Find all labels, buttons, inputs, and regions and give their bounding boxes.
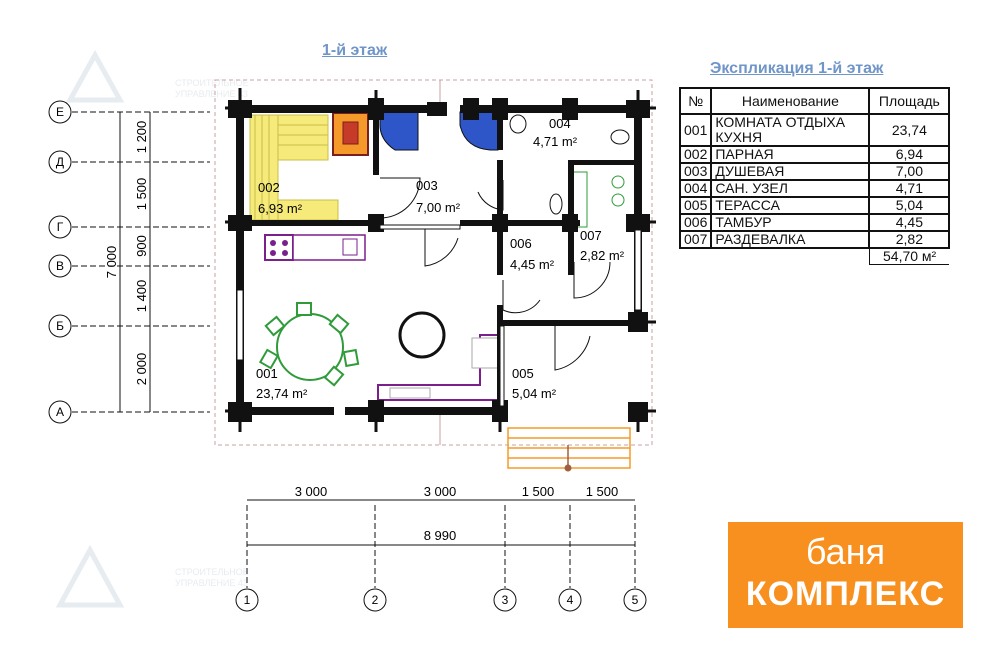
room-007-id: 007 — [580, 228, 602, 243]
table-row: 007 РАЗДЕВАЛКА 2,82 — [678, 230, 951, 249]
row-area: 6,94 — [868, 145, 951, 164]
room-004-area: 4,71 m² — [533, 134, 578, 149]
vertical-dim-3: 900 — [134, 235, 149, 257]
row-area: 4,71 — [868, 179, 951, 198]
row-area: 23,74 — [868, 113, 951, 147]
badge-line-2: КОМПЛЕКС — [745, 575, 946, 613]
row-area: 5,04 — [868, 196, 951, 215]
vertical-axes — [48, 100, 210, 424]
horizontal-dim-2: 3 000 — [424, 484, 457, 499]
row-num: 005 — [678, 196, 713, 215]
row-num: 003 — [678, 162, 713, 181]
room-006-id: 006 — [510, 236, 532, 251]
vertical-dim-4: 1 400 — [134, 280, 149, 313]
room-002-id: 002 — [258, 180, 280, 195]
row-num: 002 — [678, 145, 713, 164]
vertical-dim-5: 2 000 — [134, 353, 149, 386]
room-003-area: 7,00 m² — [416, 200, 461, 215]
horizontal-axes — [235, 499, 647, 612]
room-007-area: 2,82 m² — [580, 248, 625, 263]
header-num: № — [678, 87, 713, 115]
room-001-id: 001 — [256, 366, 278, 381]
room-005-area: 5,04 m² — [512, 386, 557, 401]
horizontal-dim-4: 1 500 — [586, 484, 619, 499]
horizontal-dim-1: 3 000 — [295, 484, 328, 499]
axis-number-4: 4 — [567, 593, 574, 607]
axis-label-a: А — [56, 405, 64, 419]
table-row: 004 САН. УЗЕЛ 4,71 — [678, 179, 951, 198]
row-name: ТЕРАССА — [710, 196, 871, 215]
axis-label-g: Г — [57, 220, 64, 234]
room-002-area: 6,93 m² — [258, 201, 303, 216]
header-area: Площадь — [868, 87, 951, 115]
room-004-id: 004 — [549, 116, 571, 131]
svg-text:УПРАВЛЕНИЕ 43: УПРАВЛЕНИЕ 43 — [175, 578, 248, 588]
axis-label-b: Б — [56, 319, 64, 333]
row-num: 006 — [678, 213, 713, 232]
vertical-dim-1: 1 200 — [134, 121, 149, 154]
row-name: ПАРНАЯ — [710, 145, 871, 164]
row-name: КОМНАТА ОТДЫХА КУХНЯ — [710, 113, 871, 147]
room-003-id: 003 — [416, 178, 438, 193]
room-001-area: 23,74 m² — [256, 386, 308, 401]
table-row: 006 ТАМБУР 4,45 — [678, 213, 951, 232]
row-num: 004 — [678, 179, 713, 198]
horizontal-dim-3: 1 500 — [522, 484, 555, 499]
row-name: ДУШЕВАЯ — [710, 162, 871, 181]
table-row: 003 ДУШЕВАЯ 7,00 — [678, 162, 951, 181]
row-area: 7,00 — [868, 162, 951, 181]
horizontal-dim-total: 8 990 — [424, 528, 457, 543]
table-row: 001 КОМНАТА ОТДЫХА КУХНЯ 23,74 — [678, 113, 951, 147]
vertical-dim-2: 1 500 — [134, 178, 149, 211]
vertical-dim-total: 7 000 — [104, 246, 119, 279]
svg-text:СТРОИТЕЛЬНОЕ: СТРОИТЕЛЬНОЕ — [175, 78, 249, 88]
row-name: САН. УЗЕЛ — [710, 179, 871, 198]
total-area: 54,70 м² — [868, 248, 950, 265]
axis-number-5: 5 — [632, 593, 639, 607]
explication-table: № Наименование Площадь 001 КОМНАТА ОТДЫХ… — [678, 87, 951, 265]
axis-number-3: 3 — [502, 593, 509, 607]
row-name: ТАМБУР — [710, 213, 871, 232]
brand-badge: баня КОМПЛЕКС — [728, 522, 963, 628]
row-area: 2,82 — [868, 230, 951, 249]
explication-title: Экспликация 1-й этаж — [710, 60, 884, 77]
axis-number-2: 2 — [372, 593, 379, 607]
axis-number-1: 1 — [244, 593, 251, 607]
room-005-id: 005 — [512, 366, 534, 381]
row-name: РАЗДЕВАЛКА — [710, 230, 871, 249]
row-num: 001 — [678, 113, 713, 147]
room-006-area: 4,45 m² — [510, 257, 555, 272]
table-header-row: № Наименование Площадь — [678, 87, 951, 115]
table-total-row: 54,70 м² — [680, 248, 950, 265]
row-area: 4,45 — [868, 213, 951, 232]
axis-label-d: Д — [56, 155, 64, 169]
watermark-logo-top: СТРОИТЕЛЬНОЕ УПРАВЛЕНИЕ 43 — [65, 49, 249, 103]
watermark-logo-bottom: СТРОИТЕЛЬНОЕ УПРАВЛЕНИЕ 43 — [55, 544, 249, 608]
axis-label-e: Е — [56, 105, 64, 119]
table-row: 002 ПАРНАЯ 6,94 — [678, 145, 951, 164]
svg-text:СТРОИТЕЛЬНОЕ: СТРОИТЕЛЬНОЕ — [175, 567, 249, 577]
table-row: 005 ТЕРАССА 5,04 — [678, 196, 951, 215]
axis-label-v: В — [56, 259, 64, 273]
floor-plan-title: 1-й этаж — [322, 42, 388, 59]
badge-line-1: баня — [805, 531, 886, 572]
row-num: 007 — [678, 230, 713, 249]
svg-text:УПРАВЛЕНИЕ 43: УПРАВЛЕНИЕ 43 — [175, 89, 248, 99]
header-name: Наименование — [710, 87, 871, 115]
